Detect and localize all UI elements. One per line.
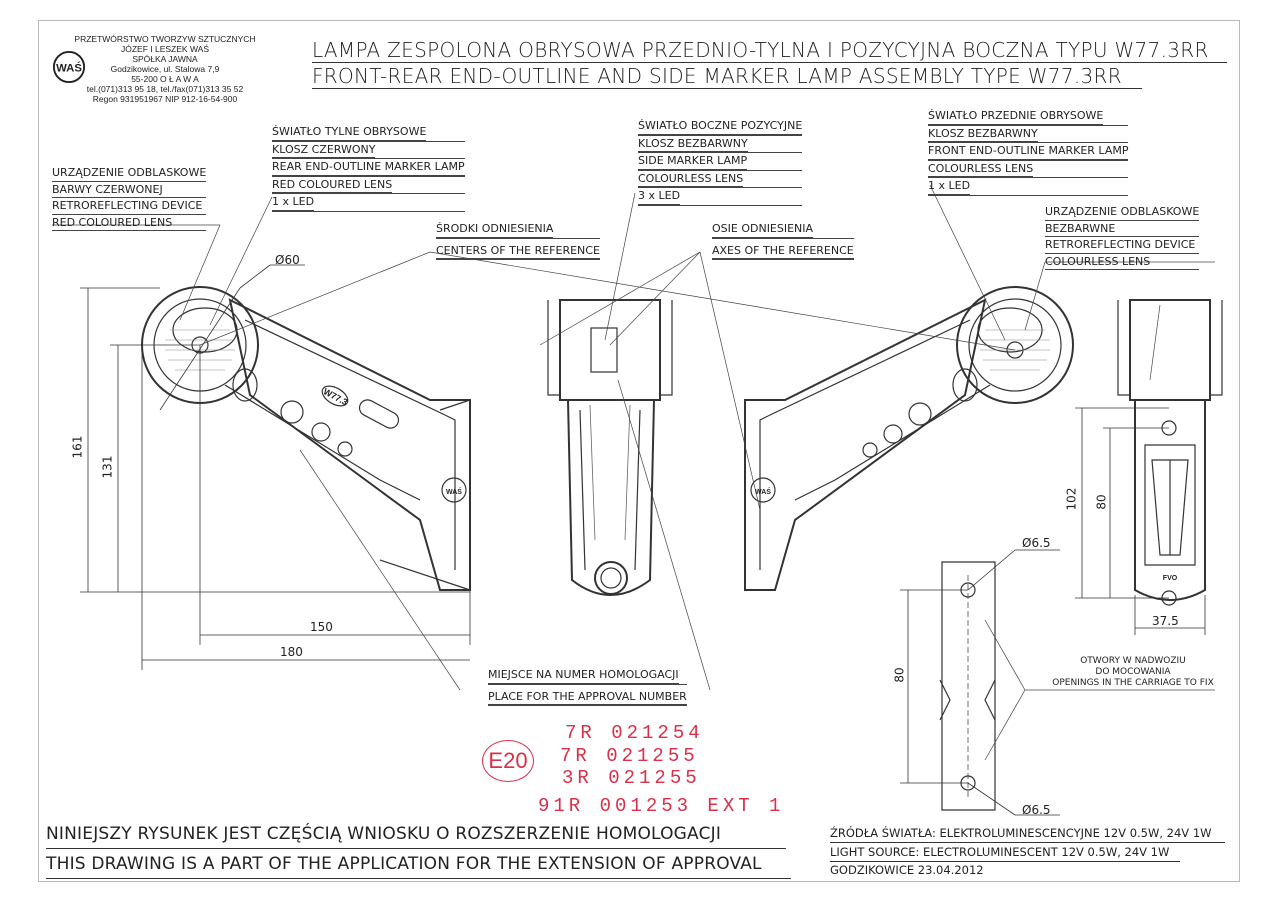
- footer-en: THIS DRAWING IS A PART OF THE APPLICATIO…: [46, 854, 762, 874]
- drawing-frame: [38, 20, 1240, 882]
- light-rule-2: [830, 861, 1180, 862]
- footer-rule-1: [46, 848, 786, 849]
- company-logo: WAŚ: [52, 50, 86, 84]
- dim-102: 102: [1064, 487, 1079, 511]
- light-source-pl: ŹRÓDŁA ŚWIATŁA: ELEKTROLUMINESCENCYJNE 1…: [830, 826, 1212, 840]
- front-lamp-line-1: ŚWIATŁO PRZEDNIE OBRYSOWE: [928, 108, 1104, 125]
- footer-rule-2: [46, 878, 791, 879]
- stamp-line-3: 3R 021255: [562, 767, 701, 789]
- title-rule-1: [312, 62, 1227, 63]
- title-en: FRONT-REAR END-OUTLINE AND SIDE MARKER L…: [312, 64, 1122, 88]
- company-line-4: Godzikowice, ul. Stalowa 7,9: [110, 64, 220, 74]
- dim-80-back: 80: [1094, 494, 1109, 510]
- company-line-2: JÓZEF I LESZEK WAŚ: [120, 44, 209, 54]
- centers-line-2: CENTERS OF THE REFERENCE: [436, 243, 600, 259]
- dim-161: 161: [70, 435, 85, 459]
- approval-place-label: MIEJSCE NA NUMER HOMOLOGACJI PLACE FOR T…: [488, 667, 687, 706]
- middle-lamp-view: [547, 299, 673, 596]
- side-lamp-line-1: ŚWIATŁO BOCZNE POZYCYJNE: [638, 118, 803, 135]
- retro-red-line-2: BARWY CZERWONEJ: [52, 182, 207, 198]
- rear-lamp-line-4: RED COLOURED LENS: [272, 177, 393, 193]
- company-line-3: SPÓŁKA JAWNA: [132, 54, 198, 64]
- light-source-en: LIGHT SOURCE: ELECTROLUMINESCENT 12V 0.5…: [830, 845, 1170, 859]
- openings-label: OTWORY W NADWOZIU DO MOCOWANIA OPENINGS …: [1048, 656, 1218, 689]
- stamp-ext: 91R 001253 EXT 1: [538, 795, 785, 817]
- front-lamp-line-4: COLOURLESS LENS: [928, 161, 1034, 177]
- dim-hole-bottom: Ø6.5: [1022, 803, 1051, 817]
- rear-lamp-line-1: ŚWIATŁO TYLNE OBRYSOWE: [272, 124, 427, 141]
- date-place: GODZIKOWICE 23.04.2012: [830, 863, 984, 877]
- stamp-line-1: 7R 021254: [565, 722, 704, 744]
- dim-180: 180: [280, 645, 303, 659]
- company-line-1: PRZETWÓRSTWO TWORZYW SZTUCZNYCH: [74, 34, 256, 44]
- openings-line-1: OTWORY W NADWOZIU: [1080, 656, 1186, 666]
- front-lamp-label: ŚWIATŁO PRZEDNIE OBRYSOWE KLOSZ BEZBARWN…: [928, 108, 1129, 196]
- footer-pl: NINIEJSZY RYSUNEK JEST CZĘŚCIĄ WNIOSKU O…: [46, 824, 722, 844]
- retro-colourless-line-1: URZĄDZENIE ODBLASKOWE: [1045, 204, 1200, 221]
- company-line-6: tel.(071)313 95 18, tel./fax(071)313 35 …: [86, 84, 244, 94]
- retro-red-line-4: RED COLOURED LENS: [52, 215, 207, 231]
- approval-line-2: PLACE FOR THE APPROVAL NUMBER: [488, 689, 687, 705]
- front-lamp-line-5: 1 x LED: [928, 178, 971, 195]
- retro-colourless-line-4: COLOURLESS LENS: [1045, 254, 1200, 270]
- openings-line-3: OPENINGS IN THE CARRIAGE TO FIX: [1052, 678, 1214, 688]
- company-line-7: Regon 931951967 NIP 912-16-54-900: [92, 94, 238, 104]
- left-lamp-view: [141, 286, 471, 591]
- side-lamp-line-3: SIDE MARKER LAMP: [638, 153, 748, 170]
- rear-lamp-line-3: REAR END-OUTLINE MARKER LAMP: [272, 159, 465, 176]
- rear-lamp-label: ŚWIATŁO TYLNE OBRYSOWE KLOSZ CZERWONY RE…: [272, 124, 465, 212]
- light-rule-1: [830, 842, 1225, 843]
- title-rule-2: [312, 88, 1142, 89]
- logo-text: WAŚ: [56, 62, 82, 75]
- side-lamp-label: ŚWIATŁO BOCZNE POZYCYJNE KLOSZ BEZBARWNY…: [638, 118, 803, 206]
- side-lamp-line-5: 3 x LED: [638, 188, 681, 205]
- dim-37-5: 37.5: [1152, 614, 1179, 628]
- side-lamp-line-2: KLOSZ BEZBARWNY: [638, 136, 748, 152]
- dim-hole-top: Ø6.5: [1022, 536, 1051, 550]
- retro-red-label: URZĄDZENIE ODBLASKOWE BARWY CZERWONEJ RE…: [52, 165, 207, 231]
- dim-150: 150: [310, 620, 333, 634]
- centers-line-1: ŚRODKI ODNIESIENIA: [436, 221, 554, 238]
- arm-model-badge: W77.3: [322, 386, 350, 407]
- stamp-line-2: 7R 021255: [560, 745, 699, 767]
- axes-line-2: AXES OF THE REFERENCE: [712, 243, 854, 259]
- retro-colourless-line-2: BEZBARWNE: [1045, 221, 1200, 237]
- rear-lamp-line-2: KLOSZ CZERWONY: [272, 142, 376, 158]
- retro-colourless-label: URZĄDZENIE ODBLASKOWE BEZBARWNE RETROREF…: [1045, 204, 1200, 270]
- rear-lamp-line-5: 1 x LED: [272, 194, 315, 211]
- pvo-mark: FVO: [1163, 575, 1178, 582]
- company-line-5: 55-200 O Ł A W A: [131, 74, 199, 84]
- title-pl: LAMPA ZESPOLONA OBRYSOWA PRZEDNIO-TYLNA …: [312, 38, 1209, 62]
- openings-line-2: DO MOCOWANIA: [1095, 667, 1171, 677]
- front-lamp-line-2: KLOSZ BEZBARWNY: [928, 126, 1038, 142]
- dim-diameter: Ø60: [275, 253, 300, 267]
- back-lamp-view: [1117, 299, 1223, 606]
- axes-line-1: OSIE ODNIESIENIA: [712, 221, 814, 238]
- dim-80-plate: 80: [892, 667, 907, 683]
- arm-brand-badge-right: WAŚ: [755, 487, 771, 496]
- approval-line-1: MIEJSCE NA NUMER HOMOLOGACJI: [488, 667, 679, 684]
- retro-red-line-3: RETROREFLECTING DEVICE: [52, 198, 207, 215]
- company-info: PRZETWÓRSTWO TWORZYW SZTUCZNYCH JÓZEF I …: [50, 34, 280, 104]
- right-lamp-view: [744, 286, 1074, 591]
- arm-brand-badge-left: WAŚ: [446, 487, 462, 496]
- e-mark: E20: [482, 740, 534, 782]
- retro-colourless-line-3: RETROREFLECTING DEVICE: [1045, 237, 1200, 254]
- centers-reference-label: ŚRODKI ODNIESIENIA CENTERS OF THE REFERE…: [436, 221, 600, 260]
- front-lamp-line-3: FRONT END-OUTLINE MARKER LAMP: [928, 143, 1129, 160]
- axes-reference-label: OSIE ODNIESIENIA AXES OF THE REFERENCE: [712, 221, 854, 260]
- retro-red-line-1: URZĄDZENIE ODBLASKOWE: [52, 165, 207, 182]
- side-lamp-line-4: COLOURLESS LENS: [638, 171, 744, 187]
- dim-131: 131: [100, 455, 115, 479]
- mounting-plate: [939, 561, 996, 811]
